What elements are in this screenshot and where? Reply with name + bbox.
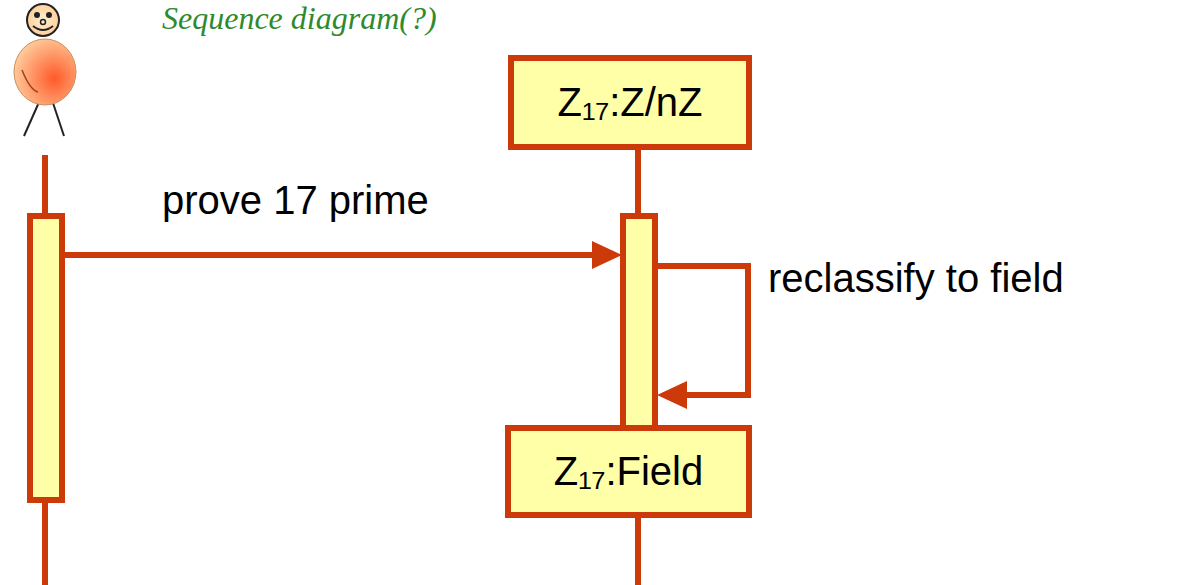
arrow-head xyxy=(657,381,687,409)
message-arrow xyxy=(65,252,598,258)
object-name: Z₁₇:Z/nZ xyxy=(557,80,702,125)
message-label: reclassify to field xyxy=(768,256,1064,301)
arrow-head xyxy=(592,241,622,269)
message-label: prove 17 prime xyxy=(162,178,429,223)
object-box: Z₁₇:Z/nZ xyxy=(508,55,752,150)
actor-figure xyxy=(14,4,76,136)
activation-bar xyxy=(623,216,655,432)
diagram-title: Sequence diagram(?) xyxy=(162,0,437,37)
self-message xyxy=(658,266,748,395)
object-box: Z₁₇:Field xyxy=(505,425,752,518)
activation-bar xyxy=(30,216,62,500)
object-name: Z₁₇:Field xyxy=(554,449,704,494)
